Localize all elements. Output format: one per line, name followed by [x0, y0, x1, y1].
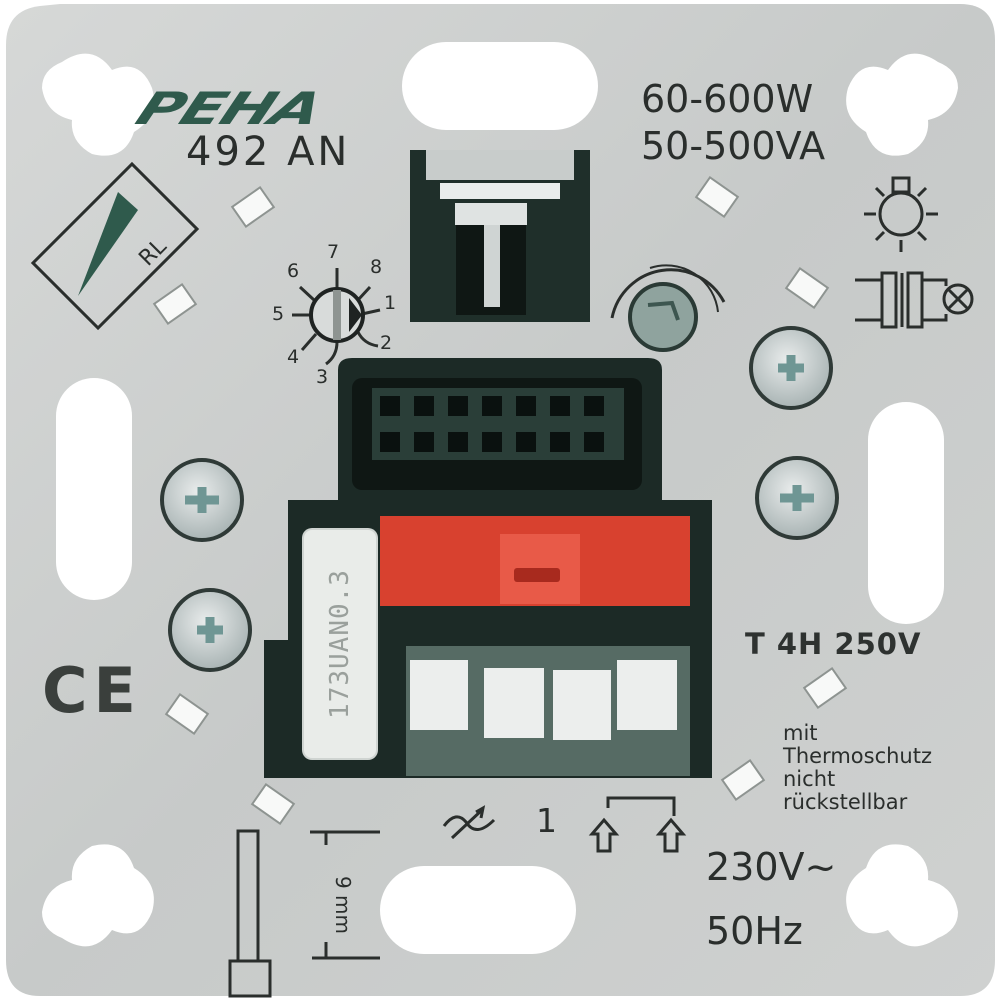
rotary-dial[interactable]	[309, 287, 365, 343]
red-cover[interactable]	[380, 516, 690, 606]
thermal-protection-note: mit Thermoschutz nicht rückstellbar	[783, 721, 932, 814]
frequency-rating: 50Hz	[706, 909, 803, 953]
power-rating-va: 50-500VA	[641, 124, 826, 168]
dial-position-3: 3	[316, 366, 329, 388]
model-number: 492 AN	[186, 129, 351, 175]
dial-position-2: 2	[380, 332, 393, 354]
incandescent-lamp-icon	[860, 175, 944, 255]
brand-logo: PEHA	[128, 82, 330, 135]
dial-position-7: 7	[327, 241, 340, 263]
svg-text:9 mm: 9 mm	[331, 876, 355, 934]
screws	[160, 326, 839, 672]
transformer-lamp-icon	[852, 270, 977, 330]
power-rating-watts: 60-600W	[641, 77, 814, 121]
push-button-extension-icon	[657, 818, 685, 854]
dial-position-1: 1	[384, 292, 397, 314]
ce-mark: CE	[42, 654, 142, 727]
dimmer-symbol-icon	[440, 805, 498, 843]
adjustment-potentiometer[interactable]	[628, 282, 698, 352]
push-button-icon	[590, 818, 618, 854]
dial-position-5: 5	[272, 303, 285, 325]
wire-terminals[interactable]	[406, 646, 690, 776]
voltage-rating: 230V~	[706, 845, 837, 889]
fuse-rating: T 4H 250V	[745, 627, 922, 661]
dial-position-8: 8	[370, 256, 383, 278]
connector-socket[interactable]	[352, 378, 642, 490]
terminal-label: 1	[536, 801, 557, 840]
dial-position-6: 6	[287, 260, 300, 282]
serial-label: 173UAN0.3	[304, 530, 376, 758]
dial-position-4: 4	[287, 346, 300, 368]
